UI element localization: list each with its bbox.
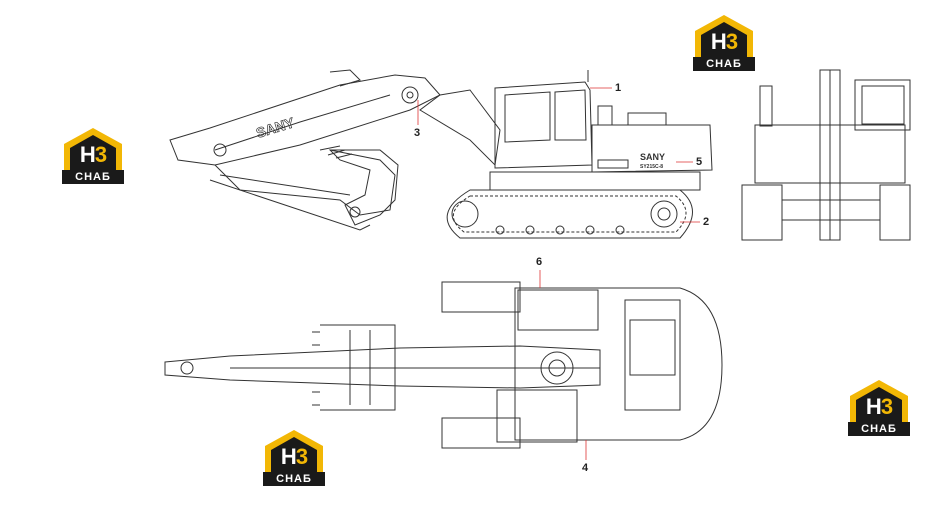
front-track-right: [879, 184, 911, 241]
arm-outline: [419, 89, 501, 167]
logo-mark: H3: [79, 142, 107, 167]
boom-brand-label: SANY: [254, 114, 297, 141]
cab-window-front: [504, 91, 551, 143]
track-rollers: [495, 225, 625, 235]
boom-inner-line: [214, 94, 391, 151]
cab-outline: [494, 81, 593, 169]
boom-pin-center: [406, 91, 414, 99]
logo-mark: H3: [865, 394, 893, 419]
rating-plate: [597, 159, 629, 169]
top-tank: [496, 389, 578, 443]
logo-left: H3 СНАБ: [60, 126, 126, 186]
logo-caption: СНАБ: [62, 170, 124, 184]
top-bucket-pin: [180, 361, 194, 375]
undercarriage-frame: [489, 171, 701, 191]
top-cab: [517, 289, 599, 331]
front-view: [741, 69, 911, 241]
callout-leaders: [417, 87, 700, 460]
sprocket-wheel: [650, 200, 678, 228]
idler-wheel: [451, 200, 479, 228]
side-view: [169, 69, 713, 239]
logo-mark: H3: [710, 29, 738, 54]
arm-pin: [213, 143, 227, 157]
top-upperstructure: [514, 287, 723, 441]
front-track-left: [741, 184, 783, 241]
model-plate-label: SY215C-8: [640, 164, 663, 170]
arm-lower-link: [214, 149, 396, 216]
top-bucket: [320, 324, 396, 411]
body-brand-label: SANY: [640, 152, 665, 162]
engine-hood: [627, 112, 667, 126]
track-inner: [453, 195, 687, 233]
logo-caption: СНАБ: [848, 422, 910, 436]
arm-cylinder: [219, 174, 351, 196]
top-bucket-ribs: [349, 330, 371, 405]
logo-bottom: H3 СНАБ: [261, 428, 327, 488]
boom-pin: [401, 86, 419, 104]
callout-6: 6: [536, 256, 543, 268]
callout-5: 5: [696, 156, 703, 168]
sprocket-hub: [657, 207, 671, 221]
logo-mark: H3: [280, 444, 308, 469]
callout-4: 4: [582, 462, 589, 474]
exhaust-stack: [597, 105, 613, 126]
callout-2: 2: [703, 216, 710, 228]
house-icon: [265, 430, 323, 472]
bucket-pin: [349, 206, 361, 218]
house-icon: [695, 15, 753, 57]
logo-caption: СНАБ: [693, 57, 755, 71]
callout-3: 3: [414, 127, 421, 139]
top-boom-arm: [164, 345, 601, 389]
cab-window-side: [554, 89, 587, 141]
bucket-link: [209, 179, 371, 231]
house-icon: [850, 380, 908, 422]
boom-cylinder-top: [329, 69, 361, 87]
logo-right: H3 СНАБ: [846, 378, 912, 438]
front-cab-window: [861, 85, 905, 125]
top-engine-detail: [629, 319, 676, 376]
callout-1: 1: [615, 82, 622, 94]
bucket-teeth: [319, 145, 353, 159]
house-icon: [64, 128, 122, 170]
logo-top-right: H3 СНАБ: [691, 13, 757, 73]
front-handrail: [759, 85, 773, 127]
logo-caption: СНАБ: [263, 472, 325, 486]
front-cab: [854, 79, 911, 131]
top-engine: [624, 299, 681, 411]
top-bucket-teeth: [312, 331, 320, 406]
bucket-outline: [328, 149, 399, 226]
top-track-lower: [441, 417, 521, 449]
engine-housing: [591, 124, 713, 173]
top-view: [164, 281, 723, 449]
track-outline: [446, 189, 693, 239]
top-track-upper: [441, 281, 521, 313]
front-carbody: [781, 199, 881, 221]
